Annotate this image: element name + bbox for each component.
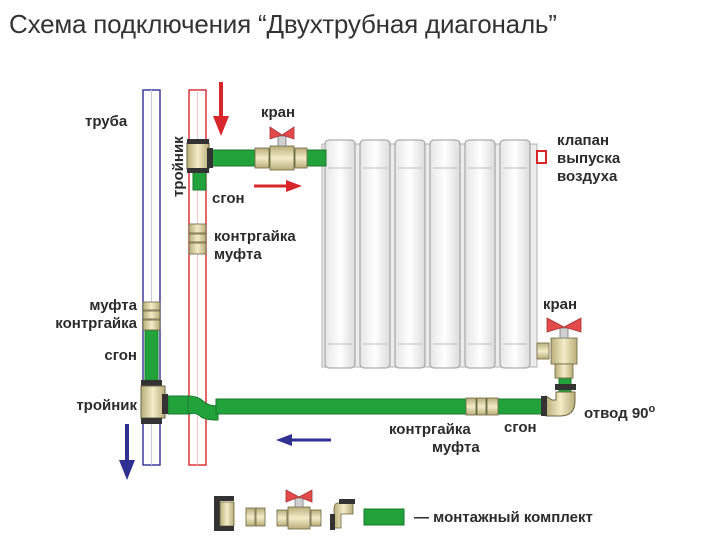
radiator-section <box>499 139 531 369</box>
radiator-section <box>429 139 461 369</box>
supply-down-arrow <box>213 82 229 136</box>
tee-top <box>186 139 213 173</box>
coupling-bottom <box>465 397 499 416</box>
label-air-vent-line1: клапан <box>557 132 610 149</box>
label-valve-right: кран <box>543 296 578 313</box>
label-elbow-90: отвод 90o <box>584 403 656 422</box>
label-pipe: труба <box>85 113 128 130</box>
legend-tee-icon <box>214 496 235 531</box>
page-title: Схема подключения “Двухтрубная диагональ… <box>9 9 557 39</box>
valve-top <box>254 126 308 171</box>
label-tee-top: тройник <box>170 136 187 197</box>
label-nipple-top: сгон <box>212 190 245 207</box>
return-left-arrow <box>276 434 331 446</box>
label-locknut-bottom: контргайка <box>389 421 471 438</box>
radiator-section <box>464 139 496 369</box>
coupling-top <box>188 223 207 255</box>
air-vent-valve <box>536 150 547 164</box>
legend-kit <box>214 489 405 531</box>
coupling-left <box>142 301 161 331</box>
legend-coupling-icon <box>245 507 266 527</box>
legend-valve-icon <box>276 489 322 530</box>
label-air-vent-line3: воздуха <box>557 168 618 185</box>
return-down-arrow <box>119 424 135 480</box>
return-branch-pipe <box>144 329 572 421</box>
label-coupling-left: муфта <box>89 297 137 314</box>
tee-bottom <box>140 380 168 424</box>
radiator <box>321 139 538 369</box>
label-nipple-bottom: сгон <box>504 419 537 436</box>
degree-sign: o <box>648 403 656 415</box>
label-air-vent-line2: выпуска <box>557 150 621 167</box>
elbow-90 <box>541 384 576 417</box>
radiator-section <box>394 139 426 369</box>
label-valve-top: кран <box>261 104 296 121</box>
valve-right <box>536 317 582 379</box>
label-nipple-left: сгон <box>104 347 137 364</box>
radiator-section <box>359 139 391 369</box>
label-coupling-top: муфта <box>214 246 262 263</box>
label-coupling-bottom: муфта <box>432 439 480 456</box>
label-locknut-left: контргайка <box>55 315 137 332</box>
legend-text: — монтажный комплект <box>414 509 593 526</box>
supply-right-arrow <box>254 180 302 192</box>
radiator-section <box>324 139 356 369</box>
legend-pipe-icon <box>363 508 405 526</box>
label-locknut-top: контргайка <box>214 228 296 245</box>
legend-elbow-icon <box>330 499 355 530</box>
label-tee-bottom: тройник <box>76 397 137 414</box>
